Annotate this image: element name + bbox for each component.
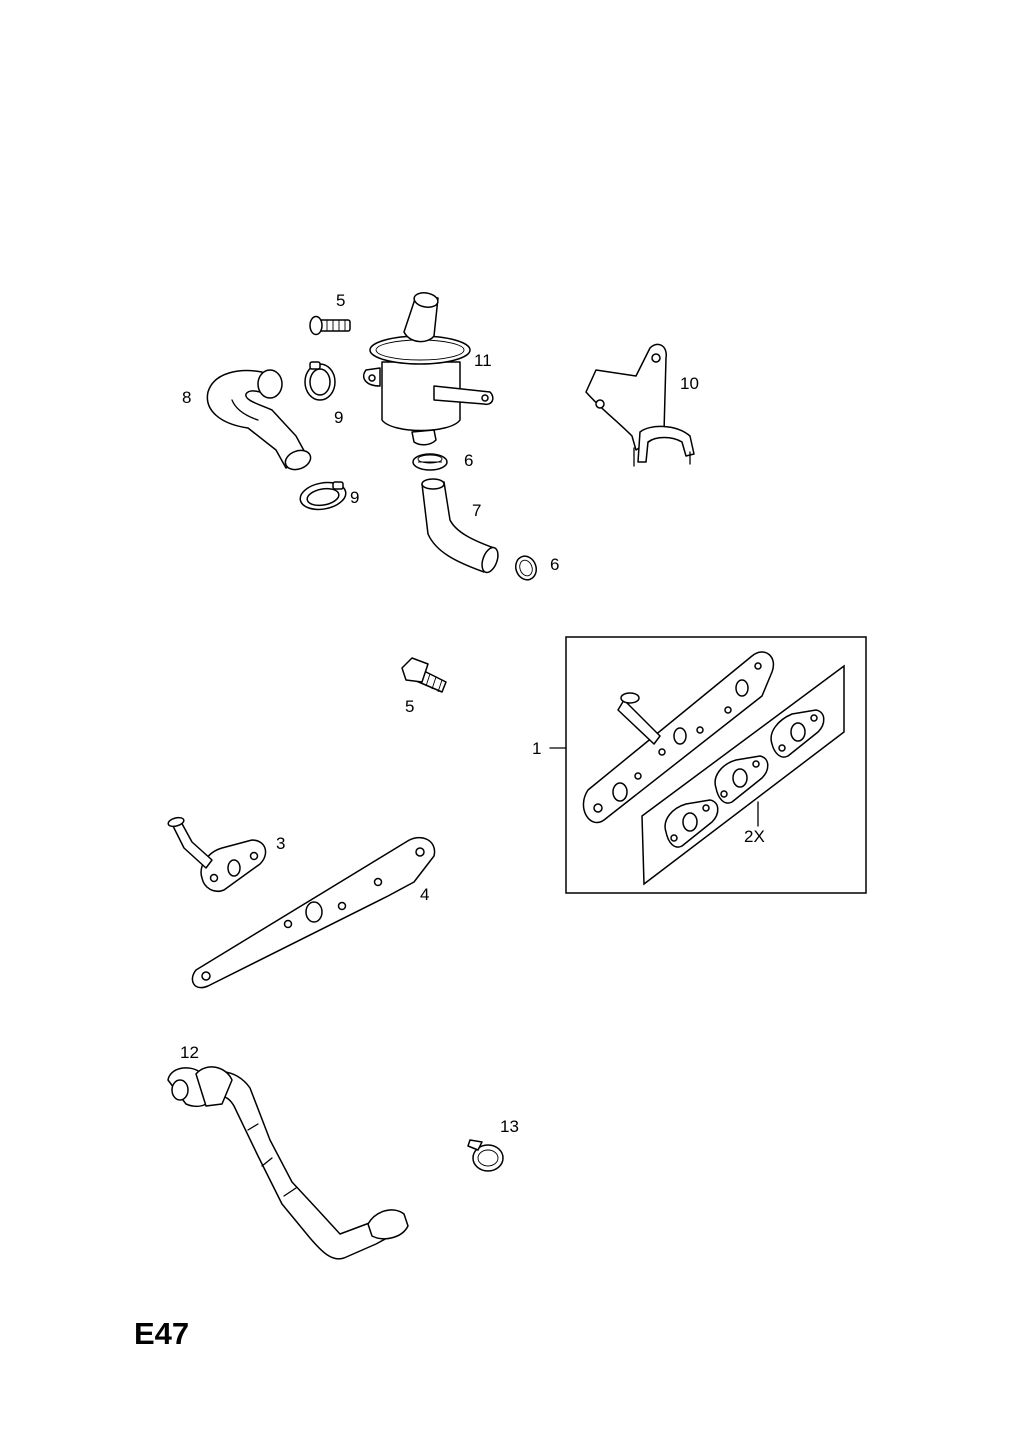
gasket-plate[interactable] <box>191 836 436 989</box>
breather-hose[interactable] <box>167 1066 409 1260</box>
callout-3: 3 <box>276 834 285 853</box>
flange-plate-assembly[interactable] <box>582 651 775 824</box>
callout-7: 7 <box>472 501 481 520</box>
hose-clamp-upper[interactable] <box>304 361 336 401</box>
hose-clamp-lower[interactable] <box>298 479 348 513</box>
hose-clamp-small[interactable] <box>467 1139 504 1172</box>
kit-frame <box>565 636 867 894</box>
bolt-upper[interactable] <box>309 315 351 336</box>
page-code: E47 <box>134 1316 189 1351</box>
callout-10: 10 <box>680 374 699 393</box>
callout-11: 11 <box>474 351 492 370</box>
callout-2x: 2X <box>744 827 765 846</box>
callout-5-upper: 5 <box>336 291 345 310</box>
bracket[interactable] <box>585 343 695 467</box>
gasket-set-frame <box>641 664 845 886</box>
small-clamp-lower[interactable] <box>512 553 539 582</box>
callout-9-upper: 9 <box>334 408 343 427</box>
callout-1: 1 <box>532 739 541 758</box>
hose-angled[interactable] <box>421 478 501 575</box>
callout-5-middle: 5 <box>405 697 414 716</box>
gasket-2[interactable] <box>714 755 769 804</box>
gasket-3[interactable] <box>770 709 825 758</box>
callout-6-lower: 6 <box>550 555 559 574</box>
pipe-flange[interactable] <box>167 816 267 892</box>
callout-13: 13 <box>500 1117 519 1136</box>
bolt-middle[interactable] <box>401 657 447 693</box>
callout-8: 8 <box>182 388 191 407</box>
oil-separator[interactable] <box>362 291 494 446</box>
callout-4: 4 <box>420 885 429 904</box>
callout-6-upper: 6 <box>464 451 473 470</box>
callout-12: 12 <box>180 1043 199 1062</box>
hose-bent[interactable] <box>206 369 313 473</box>
small-clamp-upper[interactable] <box>412 453 448 471</box>
callout-9-lower: 9 <box>350 488 359 507</box>
gasket-1[interactable] <box>664 799 719 848</box>
